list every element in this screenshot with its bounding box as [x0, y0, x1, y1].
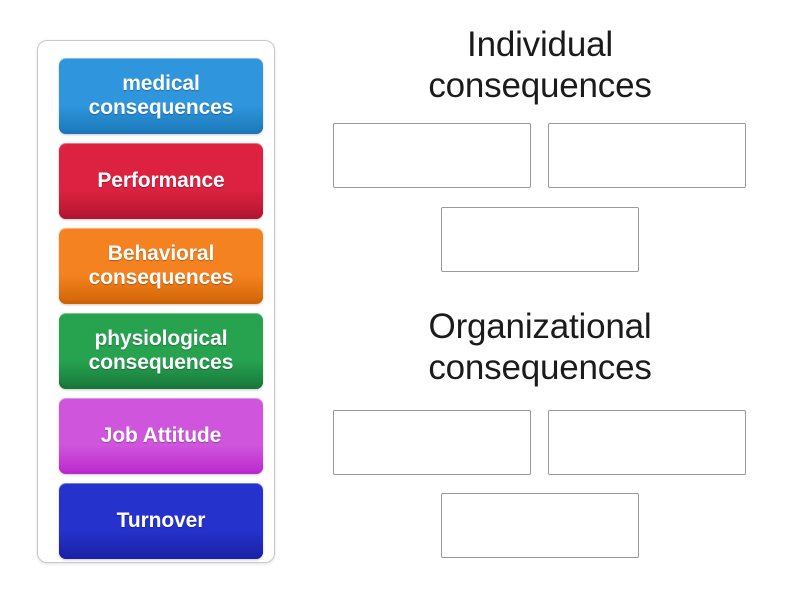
tile-label: Behavioral consequences — [88, 242, 234, 289]
draggable-tile-performance[interactable]: Performance — [59, 143, 263, 219]
draggable-tile-turnover[interactable]: Turnover — [59, 483, 263, 559]
tile-list: medical consequences Performance Behavio… — [48, 50, 264, 559]
draggable-tile-behavioral-consequences[interactable]: Behavioral consequences — [59, 228, 263, 304]
dropzone-organizational-3[interactable] — [441, 493, 639, 558]
draggable-tile-tray: medical consequences Performance Behavio… — [37, 40, 275, 563]
dropzone-organizational-1[interactable] — [333, 410, 531, 475]
draggable-tile-job-attitude[interactable]: Job Attitude — [59, 398, 263, 474]
category-heading-organizational: Organizational consequences — [428, 307, 652, 388]
draggable-tile-physiological-consequences[interactable]: physiological consequences — [59, 313, 263, 389]
dropzone-organizational-2[interactable] — [548, 410, 746, 475]
tile-label: Performance — [97, 169, 225, 193]
dropzone-individual-1[interactable] — [333, 123, 531, 188]
category-heading-individual: Individual consequences — [428, 25, 652, 106]
tile-label: Turnover — [116, 509, 206, 533]
tile-label: Job Attitude — [100, 424, 222, 448]
dropzone-individual-3[interactable] — [441, 207, 639, 272]
tile-label: medical consequences — [88, 72, 234, 119]
tile-label: physiological consequences — [88, 327, 234, 374]
dropzone-individual-2[interactable] — [548, 123, 746, 188]
draggable-tile-medical-consequences[interactable]: medical consequences — [59, 58, 263, 134]
